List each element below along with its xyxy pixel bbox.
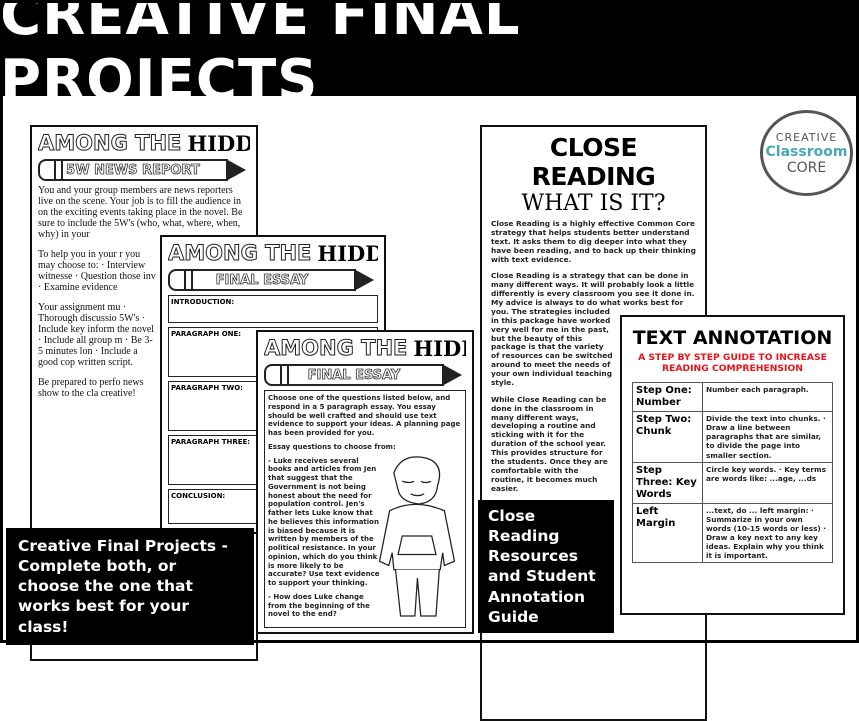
- caption-right: Close Reading Resources and Student Anno…: [478, 500, 614, 633]
- page-title: AMONG THEHIDDEN: [264, 336, 466, 361]
- page-title: AMONG THEHIDDEN: [38, 131, 250, 156]
- page-body: You and your group members are news repo…: [38, 185, 243, 399]
- caption-left: Creative Final Projects - Complete both,…: [6, 528, 254, 645]
- final-essay-page: AMONG THEHIDDEN FINAL ESSAY Choose one o…: [256, 330, 474, 634]
- banner-title: CREATIVE FINAL PROJECTS: [0, 0, 859, 113]
- creative-classroom-core-logo: CREATIVE Classroom CORE: [760, 110, 853, 196]
- page-title: TEXT ANNOTATION: [632, 327, 833, 349]
- page-subtitle: A STEP BY STEP GUIDE TO INCREASE READING…: [638, 352, 827, 375]
- page-body: Choose one of the questions listed below…: [264, 390, 466, 628]
- boy-illustration: [378, 456, 456, 617]
- pencil-banner: 5W NEWS REPORT: [38, 159, 246, 181]
- section-box: INTRODUCTION:: [168, 295, 378, 323]
- page-title: CLOSE READING: [531, 133, 656, 191]
- page-title: AMONG THEHIDDEN: [168, 241, 378, 266]
- pencil-banner: FINAL ESSAY: [264, 364, 462, 386]
- table-row: Left Margin...text, do ... left margin: …: [632, 502, 833, 564]
- pencil-banner: FINAL ESSAY: [168, 269, 374, 291]
- text-annotation-page: TEXT ANNOTATION A STEP BY STEP GUIDE TO …: [620, 315, 845, 615]
- page-subtitle: WHAT IS IT?: [521, 191, 666, 216]
